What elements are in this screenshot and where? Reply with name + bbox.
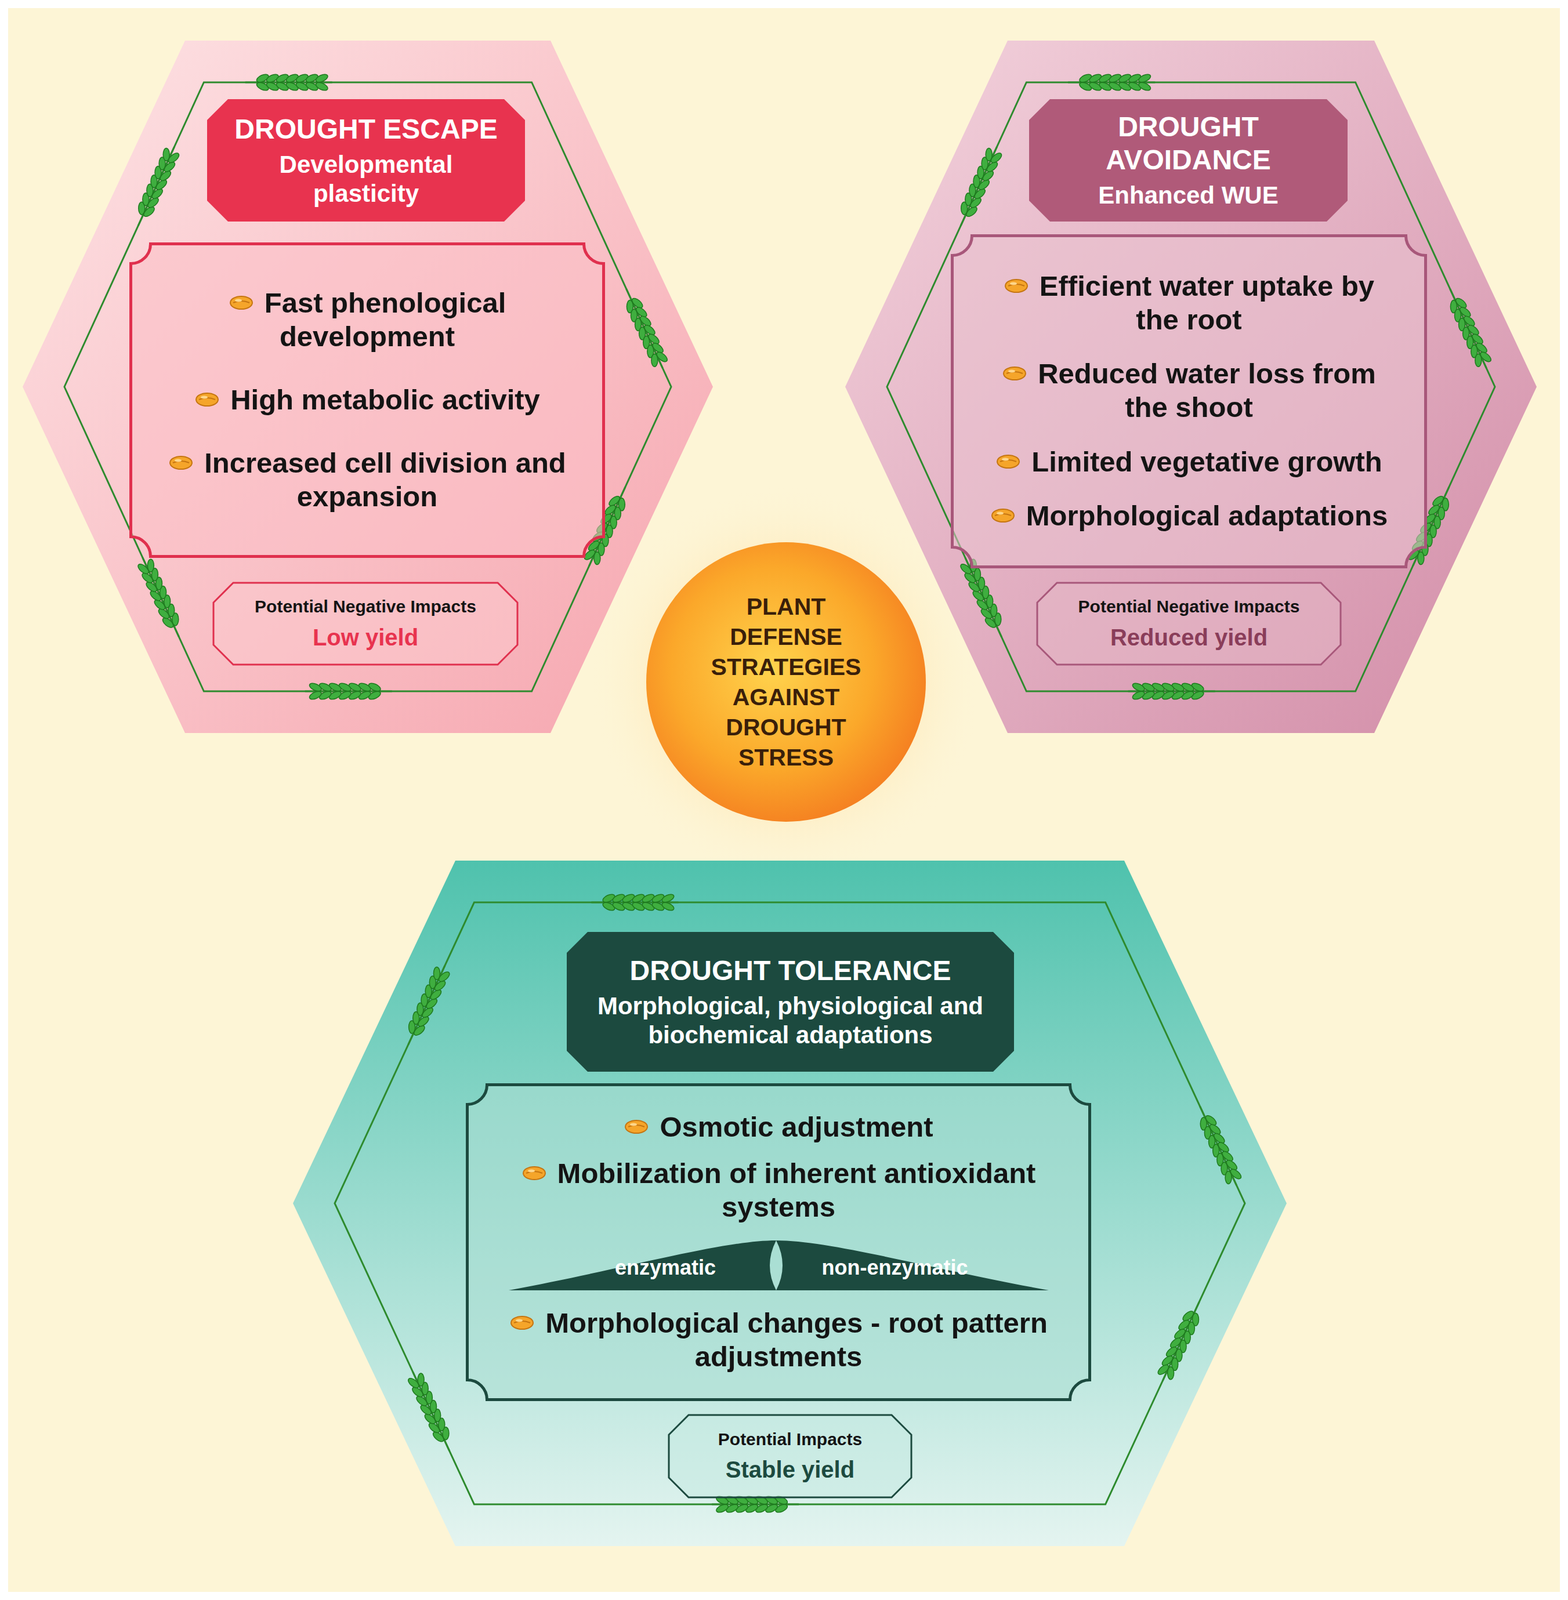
wheat-ear bbox=[134, 553, 188, 642]
wheat-ear bbox=[591, 892, 679, 912]
node-content: enzymatic bbox=[508, 1240, 777, 1291]
seed-bullet bbox=[228, 294, 255, 311]
wheat-decoration bbox=[129, 72, 672, 701]
seed-bullet bbox=[1003, 277, 1030, 295]
seed-bullet bbox=[168, 454, 194, 472]
shape-outline bbox=[212, 581, 519, 666]
node-content: PLANT DEFENSE STRATEGIES AGAINST DROUGHT… bbox=[643, 540, 929, 825]
impact-box: Potential Negative ImpactsReduced yield bbox=[1036, 581, 1342, 666]
wheat-ear bbox=[951, 142, 1006, 230]
antioxidant-leaf: enzymatic bbox=[508, 1240, 777, 1291]
wheat-ear bbox=[399, 961, 454, 1049]
shape-outline bbox=[643, 540, 929, 825]
strategy-header: DROUGHT AVOIDANCEEnhanced WUE bbox=[1029, 99, 1348, 222]
node-content: DROUGHT TOLERANCEMorphological, physiolo… bbox=[566, 932, 1015, 1073]
wheat-decoration bbox=[399, 892, 1246, 1515]
trait-list-box: Efficient water uptake by the rootReduce… bbox=[951, 234, 1427, 568]
tolerance-hexagon: DROUGHT TOLERANCEMorphological, physiolo… bbox=[292, 860, 1287, 1547]
node-content: Potential Negative ImpactsLow yield bbox=[212, 581, 519, 666]
wheat-ear bbox=[245, 72, 333, 92]
seed-bullet bbox=[990, 507, 1016, 524]
avoidance-hexagon: DROUGHT AVOIDANCEEnhanced WUEEfficient w… bbox=[845, 40, 1537, 734]
wheat-ear bbox=[1067, 72, 1155, 92]
wheat-ear bbox=[1190, 1102, 1245, 1190]
seed-bullet bbox=[1001, 365, 1028, 382]
escape-hexagon: DROUGHT ESCAPEDevelopmental plasticityFa… bbox=[22, 40, 713, 734]
impact-box: Potential ImpactsStable yield bbox=[667, 1414, 913, 1499]
wheat-ear bbox=[305, 681, 393, 701]
cream-ground bbox=[8, 8, 1560, 1593]
leaf-row: enzymaticnon-enzymatic bbox=[495, 1240, 1062, 1291]
shape-outline bbox=[1036, 581, 1342, 666]
wheat-ear bbox=[617, 284, 672, 372]
wheat-ear bbox=[1153, 1298, 1208, 1386]
trait-list-box: Osmotic adjustmentMobilization of inhere… bbox=[466, 1084, 1091, 1401]
wheat-ear bbox=[1128, 681, 1216, 701]
wheat-ear bbox=[1441, 284, 1496, 372]
wheat-ear bbox=[129, 142, 184, 230]
antioxidant-leaf: non-enzymatic bbox=[776, 1240, 1049, 1291]
strategy-header: DROUGHT ESCAPEDevelopmental plasticity bbox=[207, 99, 525, 222]
node-content: non-enzymatic bbox=[776, 1240, 1049, 1291]
impact-box: Potential Negative ImpactsLow yield bbox=[212, 581, 519, 666]
node-content: Potential Negative ImpactsReduced yield bbox=[1036, 581, 1342, 666]
node-content: DROUGHT ESCAPEDevelopmental plasticity bbox=[207, 99, 525, 222]
shape-outline bbox=[667, 1414, 913, 1499]
seed-bullet bbox=[521, 1165, 548, 1182]
node-content: Potential ImpactsStable yield bbox=[667, 1414, 913, 1499]
node-content: Efficient water uptake by the rootReduce… bbox=[951, 234, 1427, 568]
seed-bullet bbox=[623, 1119, 650, 1136]
seed-bullet bbox=[509, 1315, 535, 1332]
center-sun: PLANT DEFENSE STRATEGIES AGAINST DROUGHT… bbox=[643, 540, 929, 825]
seed-bullet bbox=[995, 453, 1021, 470]
trait-list-box: Fast phenological developmentHigh metabo… bbox=[129, 243, 605, 558]
node-content: DROUGHT AVOIDANCEEnhanced WUE bbox=[1029, 99, 1348, 222]
node-content: Fast phenological developmentHigh metabo… bbox=[129, 243, 605, 558]
seed-bullet bbox=[194, 391, 220, 408]
node-content: Osmotic adjustmentMobilization of inhere… bbox=[466, 1084, 1091, 1401]
wheat-ear bbox=[404, 1368, 459, 1456]
strategy-header: DROUGHT TOLERANCEMorphological, physiolo… bbox=[566, 932, 1015, 1073]
wheat-decoration bbox=[951, 72, 1495, 701]
